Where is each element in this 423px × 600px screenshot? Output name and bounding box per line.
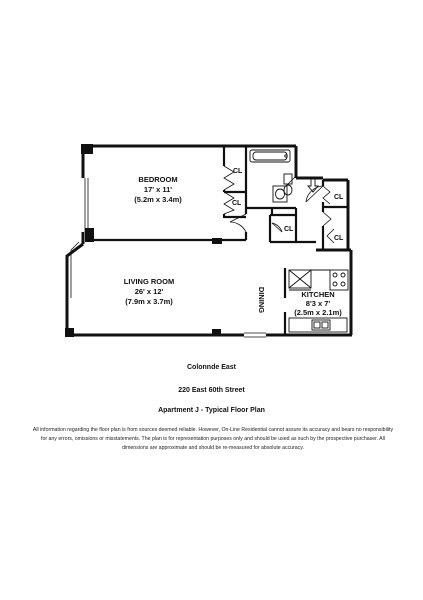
- dining-window: [244, 332, 266, 338]
- refrigerator-icon: [288, 269, 312, 289]
- interior-walls: [92, 146, 348, 335]
- sink-icon: [272, 185, 288, 203]
- bathtub-icon: [249, 149, 291, 163]
- svg-text:(2.5m x 2.1m): (2.5m x 2.1m): [294, 308, 342, 317]
- disclaimer: All information regarding the floor plan…: [32, 427, 394, 451]
- stove-icon: [329, 269, 349, 291]
- entry-arrow-icon: [307, 177, 319, 193]
- closet-label: CL: [334, 194, 344, 201]
- building-name: Colonnde East: [186, 364, 236, 371]
- closet-label: CL: [334, 235, 344, 242]
- svg-text:KITCHEN: KITCHEN: [301, 290, 334, 299]
- counter: [288, 269, 348, 333]
- closet-label: CL: [284, 226, 294, 233]
- floor-plan: BEDROOM 17' x 11' (5.2m x 3.4m) LIVING R…: [65, 144, 353, 338]
- svg-text:17' x 11': 17' x 11': [144, 185, 172, 194]
- bay-window: [65, 178, 89, 300]
- svg-text:(7.9m x 3.7m): (7.9m x 3.7m): [125, 297, 173, 306]
- svg-text:(5.2m x 3.4m): (5.2m x 3.4m): [134, 195, 182, 204]
- door-swings: [223, 165, 335, 244]
- bedroom-label: BEDROOM 17' x 11' (5.2m x 3.4m): [134, 175, 182, 204]
- closet-label: CL: [233, 168, 243, 175]
- address: 220 East 60th Street: [178, 387, 245, 394]
- dining-label: DINING: [257, 287, 266, 313]
- exterior-walls: [65, 144, 353, 337]
- svg-text:LIVING ROOM: LIVING ROOM: [124, 277, 174, 286]
- closet-label: CL: [232, 200, 242, 207]
- living-room-label: LIVING ROOM 26' x 12' (7.9m x 3.7m): [124, 277, 174, 306]
- svg-text:8'3 x 7': 8'3 x 7': [306, 299, 331, 308]
- kitchen-sink-icon: [311, 319, 331, 331]
- svg-text:26' x 12': 26' x 12': [135, 287, 164, 296]
- svg-text:BEDROOM: BEDROOM: [138, 175, 177, 184]
- toilet-icon: [283, 173, 293, 196]
- plan-title: Apartment J - Typical Floor Plan: [158, 407, 265, 414]
- kitchen-label: KITCHEN 8'3 x 7' (2.5m x 2.1m): [294, 290, 342, 317]
